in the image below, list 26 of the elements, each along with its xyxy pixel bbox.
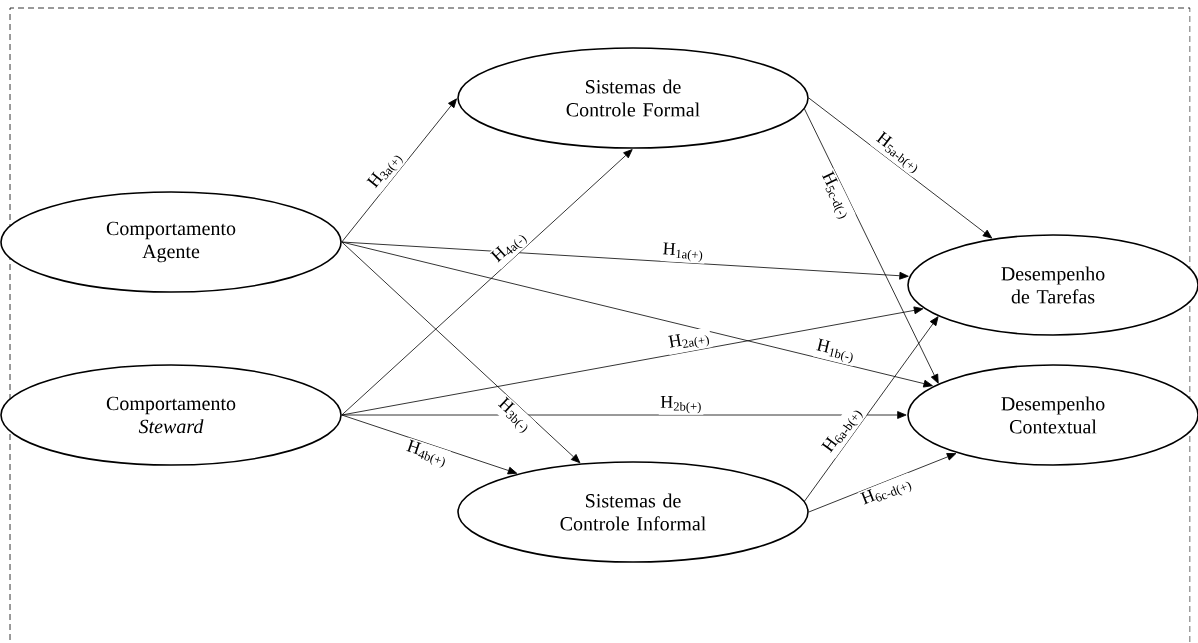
arrow [341, 241, 909, 280]
arrow [808, 97, 993, 239]
arrow [341, 411, 907, 419]
ellipse-node: Sistemas de Controle Formal [457, 47, 809, 149]
arrow [341, 241, 933, 388]
ellipse-node: Sistemas de Controle Informal [457, 461, 809, 563]
ellipse-node: Comportamento Steward [0, 364, 342, 466]
arrow [803, 316, 939, 502]
arrow [803, 108, 939, 384]
ellipse-node: Comportamento Agente [0, 191, 342, 293]
arrow [341, 414, 518, 475]
edge-label: H$_{2a(+)}$ [665, 327, 713, 355]
ellipse-node: Desempenho Contextual [907, 364, 1198, 466]
ellipse-node: Desempenho de Tarefas [907, 234, 1198, 336]
node-label: Desempenho de Tarefas [1001, 266, 1105, 304]
edge-label: H$_{4a(-)}$ [487, 226, 532, 269]
arrow [341, 149, 633, 416]
edge-label: H$_{6c-d(+)}$ [857, 472, 916, 512]
edge-label: H$_{2b(+)}$ [658, 394, 704, 415]
arrow [808, 453, 957, 513]
edge-label: H$_{1b(-)}$ [812, 336, 858, 367]
arrow [341, 241, 581, 464]
arrow [341, 98, 457, 243]
edge-label: H$_{4b(+)}$ [402, 437, 451, 471]
node-label: Desempenho Contextual [1001, 396, 1105, 434]
edge-label: H$_{1a(+)}$ [660, 240, 706, 264]
